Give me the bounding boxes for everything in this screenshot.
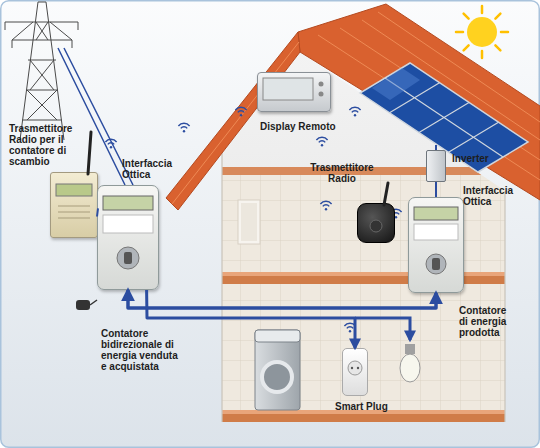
radio-wave xyxy=(235,107,246,116)
device-vents xyxy=(58,206,90,218)
meter-screen xyxy=(414,207,458,220)
wire-connector xyxy=(128,290,436,308)
window xyxy=(238,200,260,244)
radio-wave xyxy=(178,123,189,132)
display-button xyxy=(319,82,324,87)
panel-shine xyxy=(372,68,420,100)
antenna xyxy=(88,132,91,174)
radio-transmitter: Trasmettitore Radio xyxy=(357,203,395,243)
window-pane xyxy=(241,203,257,241)
device-label: Interfaccia Ottica xyxy=(463,185,519,207)
washing-machine-panel xyxy=(255,330,300,342)
device-screen xyxy=(56,184,92,196)
wall-edge xyxy=(222,148,505,422)
wire-connector xyxy=(147,290,355,348)
bidirectional-meter: Interfaccia OtticaContatore bidirezional… xyxy=(97,185,159,290)
socket-hole xyxy=(357,367,359,369)
radio-wave xyxy=(320,201,331,210)
meter-screen xyxy=(103,196,153,210)
device-label: Smart Plug xyxy=(335,401,405,412)
plug-socket xyxy=(348,361,362,375)
device-label: Trasmettitore Radio xyxy=(306,162,378,184)
lower-room xyxy=(222,284,505,410)
display-screen xyxy=(263,78,313,100)
supply-wire xyxy=(355,318,410,340)
radio-wave xyxy=(344,323,355,332)
device-label: Contatore di energia prodotta xyxy=(459,305,515,338)
smart-plug: Smart Plug xyxy=(342,348,368,396)
device-label: Trasmettitore Radio per il contatore di … xyxy=(9,123,89,167)
house-interior xyxy=(222,167,505,422)
transmitter-led xyxy=(370,220,382,232)
wire-connector xyxy=(97,208,98,216)
production-meter: Interfaccia OtticaContatore di energia p… xyxy=(408,197,464,293)
antenna xyxy=(384,183,388,205)
radio-wave xyxy=(316,137,327,146)
optical-port xyxy=(124,252,132,264)
washing-machine-door xyxy=(262,362,292,392)
device-label: Interfaccia Ottica xyxy=(122,158,178,180)
display-button xyxy=(319,92,324,97)
grid-wire xyxy=(58,48,133,185)
meter-plate xyxy=(414,224,458,240)
meter-probe xyxy=(76,300,90,310)
roof-right xyxy=(298,4,540,200)
meter-plate xyxy=(103,215,153,233)
sun xyxy=(467,17,497,47)
optical-interface xyxy=(117,247,139,269)
roof-tiles xyxy=(172,12,540,204)
radio-wave xyxy=(349,107,360,116)
light-bulb xyxy=(400,354,420,382)
remote-display: Display Remoto xyxy=(257,72,331,112)
washing-machine xyxy=(255,330,300,410)
radio-wave xyxy=(105,139,116,148)
device-label: Display Remoto xyxy=(260,121,360,132)
optical-port xyxy=(432,258,440,270)
wire-connector xyxy=(435,182,437,197)
radio-transmitter: Trasmettitore Radio per il contatore di … xyxy=(50,172,98,238)
device-label: Contatore bidirezionale di energia vendu… xyxy=(101,328,185,372)
socket-hole xyxy=(351,367,353,369)
probe-cable xyxy=(90,300,97,305)
bulb-base xyxy=(405,344,415,354)
power-pylon xyxy=(5,2,78,140)
device-label: Inverter xyxy=(452,153,512,164)
inverter: Inverter xyxy=(426,150,446,182)
sun-rays xyxy=(456,6,508,58)
optical-interface xyxy=(426,254,446,274)
